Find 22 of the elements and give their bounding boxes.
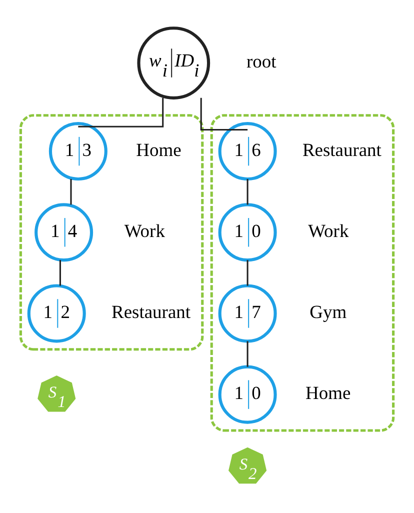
node-circle: 1 3 [48, 122, 108, 181]
node-label: Work [308, 220, 349, 241]
node-circle: 1 0 [218, 365, 277, 424]
connector [246, 341, 248, 367]
node-label: Home [136, 140, 182, 160]
cluster [210, 114, 395, 432]
node-label: root [246, 52, 276, 72]
node-circle: 1 7 [218, 284, 277, 343]
node-circle: 1 6 [218, 122, 277, 181]
node-label: Restaurant [112, 302, 191, 322]
node-label: Gym [310, 302, 347, 322]
connector [70, 179, 72, 205]
node-circle: 1 4 [34, 203, 94, 262]
node-circle: 1 2 [27, 284, 86, 343]
node-circle: 1 0 [218, 203, 277, 262]
connector [59, 260, 61, 286]
node-label: Home [306, 383, 351, 404]
cluster [19, 114, 204, 351]
node-label: Restaurant [302, 140, 382, 160]
node-label: Work [124, 220, 165, 241]
connector [246, 260, 248, 286]
connector [246, 179, 248, 205]
